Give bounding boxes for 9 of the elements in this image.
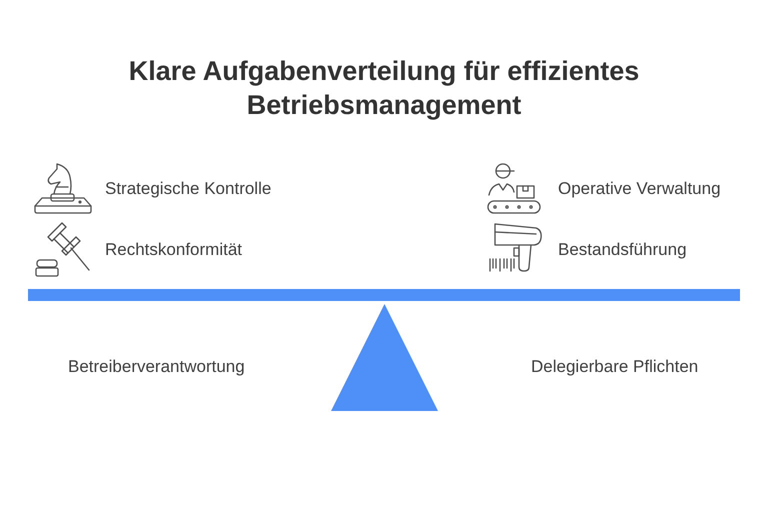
title: Klare Aufgabenverteilung für effizientes Betriebsmanagement <box>128 55 640 122</box>
side-label: Betreiberverantwortung <box>68 357 245 377</box>
item-label: Strategische Kontrolle <box>105 179 272 199</box>
item-label: Rechtskonformität <box>105 240 242 260</box>
side-label: Delegierbare Pflichten <box>531 357 698 377</box>
item-label: Operative Verwaltung <box>558 179 721 199</box>
fulcrum-triangle <box>331 304 438 411</box>
item-label: Bestandsführung <box>558 240 687 260</box>
seesaw-beam <box>28 289 740 301</box>
